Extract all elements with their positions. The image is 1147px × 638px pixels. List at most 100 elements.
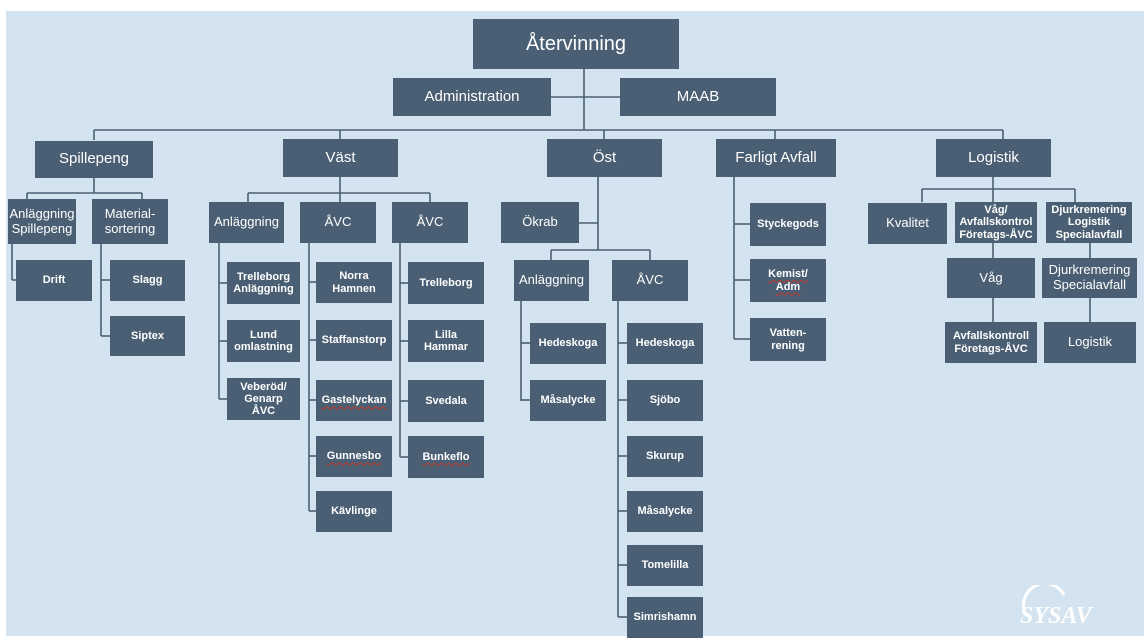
org-box-va_a: Anläggning [209, 202, 284, 243]
org-box-vast: Väst [283, 139, 398, 177]
org-box-label: ÅVC [416, 214, 444, 230]
org-box-fa2: Vatten- rening [750, 318, 826, 361]
org-box-label: Siptex [130, 329, 164, 342]
org-box-label: ÅVC [324, 214, 352, 230]
org-box-label: Våg/ Avfallskontrol Företags-ÅVC [959, 204, 1033, 241]
org-box-va_v2_0: Trelleborg [408, 262, 484, 304]
org-box-va_v1_4: Kävlinge [316, 491, 392, 532]
org-box-va_v2_3: Bunkeflo [408, 436, 484, 478]
org-box-label: Våg [979, 269, 1003, 285]
org-box-os_v: ÅVC [612, 260, 688, 301]
org-box-sp_drift: Drift [16, 260, 92, 301]
org-box-lo_v0: Våg [947, 258, 1035, 298]
org-box-sp_a: Anläggning Spillepeng [8, 199, 76, 244]
org-box-label: Gunnesbo [326, 450, 382, 463]
sysav-logo: SYSAV [1020, 585, 1094, 629]
org-box-lo_d0: Djurkremering Specialavfall [1042, 258, 1137, 298]
org-box-os_v4: Tomelilla [627, 545, 703, 586]
org-box-label: Material- sortering [104, 205, 156, 236]
org-box-label: Djurkremering Specialavfall [1048, 262, 1131, 292]
org-box-label: Administration [424, 87, 520, 105]
org-box-ost: Öst [547, 139, 662, 177]
org-box-label: Logistik [968, 148, 1019, 166]
org-box-os_a0: Hedeskoga [530, 323, 606, 364]
org-box-label: Djurkremering Logistik Specialavfall [1051, 204, 1127, 241]
org-box-label: Lilla Hammar [423, 328, 469, 353]
org-box-fa0: Styckegods [750, 203, 826, 246]
org-box-farl: Farligt Avfall [716, 139, 836, 177]
org-box-label: Hedeskoga [635, 337, 695, 350]
org-box-label: Sjöbo [649, 394, 681, 407]
org-box-va_a2: Veberöd/ Genarp ÅVC [227, 378, 300, 420]
org-box-logi: Logistik [936, 139, 1051, 177]
org-box-label: Anläggning [213, 214, 280, 230]
org-box-label: MAAB [676, 87, 720, 105]
org-box-label: Norra Hamnen [332, 270, 376, 295]
org-box-va_v1: ÅVC [300, 202, 376, 243]
org-box-label: Ökrab [522, 214, 558, 230]
org-box-label: Svedala [425, 394, 467, 407]
org-box-label: Kemist/ Adm [768, 268, 808, 293]
org-box-label: Måsalycke [540, 394, 596, 407]
org-box-os_a: Anläggning [514, 260, 589, 301]
org-box-label: Logistik [1067, 334, 1113, 350]
org-box-lo_d: Djurkremering Logistik Specialavfall [1046, 202, 1132, 243]
org-box-label: Lund omlastning [234, 328, 293, 353]
org-box-label: Staffanstorp [321, 334, 387, 347]
org-box-sp_siptex: Siptex [110, 316, 185, 356]
org-box-label: Vatten- rening [769, 327, 807, 352]
org-box-va_v2: ÅVC [392, 202, 468, 243]
org-box-label: Anläggning [518, 272, 585, 288]
org-box-os_v0: Hedeskoga [627, 323, 703, 364]
org-box-sp_m: Material- sortering [92, 199, 168, 244]
org-box-admin: Administration [393, 78, 551, 116]
org-box-va_v1_2: Gastelyckan [316, 380, 392, 421]
org-box-label: Slagg [132, 274, 163, 287]
org-box-label: Spillepeng [58, 150, 130, 168]
logo-text: SYSAV [1020, 603, 1094, 629]
org-box-label: Avfallskontroll Företags-ÅVC [953, 330, 1029, 355]
org-box-label: Måsalycke [637, 505, 693, 518]
org-box-label: Hedeskoga [538, 337, 598, 350]
org-box-label: Veberöd/ Genarp ÅVC [240, 380, 287, 418]
org-box-os_v3: Måsalycke [627, 491, 703, 532]
org-box-label: Drift [42, 274, 66, 287]
org-box-fa1: Kemist/ Adm [750, 259, 826, 302]
org-box-label: Simrishamn [633, 611, 697, 624]
org-box-label: Trelleborg Anläggning [233, 270, 294, 295]
org-box-va_v1_0: Norra Hamnen [316, 262, 392, 303]
org-box-label: Trelleborg [419, 276, 473, 289]
org-box-va_v1_1: Staffanstorp [316, 320, 392, 361]
org-box-label: Återvinning [525, 32, 627, 55]
org-box-os_a1: Måsalycke [530, 380, 606, 421]
org-box-label: Skurup [646, 450, 684, 463]
org-box-os_ok: Ökrab [501, 202, 579, 243]
org-box-label: Styckegods [757, 218, 819, 231]
org-box-va_v2_2: Svedala [408, 380, 484, 422]
org-box-label: Väst [325, 148, 356, 166]
org-box-label: Gastelyckan [321, 394, 387, 407]
org-box-lo_v: Våg/ Avfallskontrol Företags-ÅVC [955, 202, 1037, 243]
org-box-label: Anläggning Spillepeng [9, 205, 75, 236]
org-box-os_v5: Simrishamn [627, 597, 703, 638]
org-box-label: Öst [592, 148, 617, 166]
org-box-sp_slagg: Slagg [110, 260, 185, 301]
org-box-label: ÅVC [636, 272, 664, 288]
org-box-lo_k: Kvalitet [868, 203, 947, 244]
org-box-lo_v1: Avfallskontroll Företags-ÅVC [945, 322, 1037, 363]
org-box-spill: Spillepeng [35, 141, 153, 178]
org-box-va_v1_3: Gunnesbo [316, 436, 392, 477]
org-box-label: Kvalitet [886, 215, 929, 231]
org-box-label: Bunkeflo [422, 450, 470, 463]
org-box-va_v2_1: Lilla Hammar [408, 320, 484, 362]
org-box-os_v2: Skurup [627, 436, 703, 477]
org-box-label: Tomelilla [641, 559, 689, 572]
org-box-root: Återvinning [473, 19, 679, 69]
org-box-va_a0: Trelleborg Anläggning [227, 262, 300, 304]
org-box-label: Farligt Avfall [735, 148, 817, 166]
org-box-lo_d1: Logistik [1044, 322, 1136, 363]
org-box-va_a1: Lund omlastning [227, 320, 300, 362]
org-box-label: Kävlinge [331, 505, 377, 518]
org-box-os_v1: Sjöbo [627, 380, 703, 421]
